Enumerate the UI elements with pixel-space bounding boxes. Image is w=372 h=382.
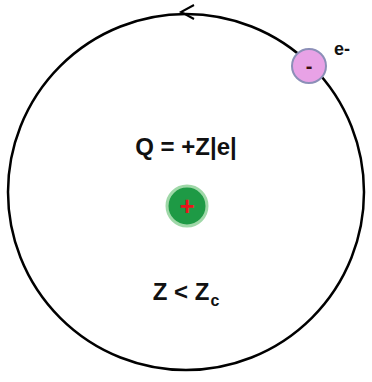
electron-circle: - [290,47,328,85]
condition-text: Z < Z [153,280,210,304]
charge-formula: Q = +Z|e| [135,135,236,159]
electron-label: e- [334,40,350,58]
charge-sign: - [306,56,313,76]
direction-arrow [181,5,194,19]
charge-sign: + [179,193,194,219]
orbit-circle [8,14,364,370]
nucleus-circle: + [164,183,210,229]
subscript: c [210,293,219,309]
